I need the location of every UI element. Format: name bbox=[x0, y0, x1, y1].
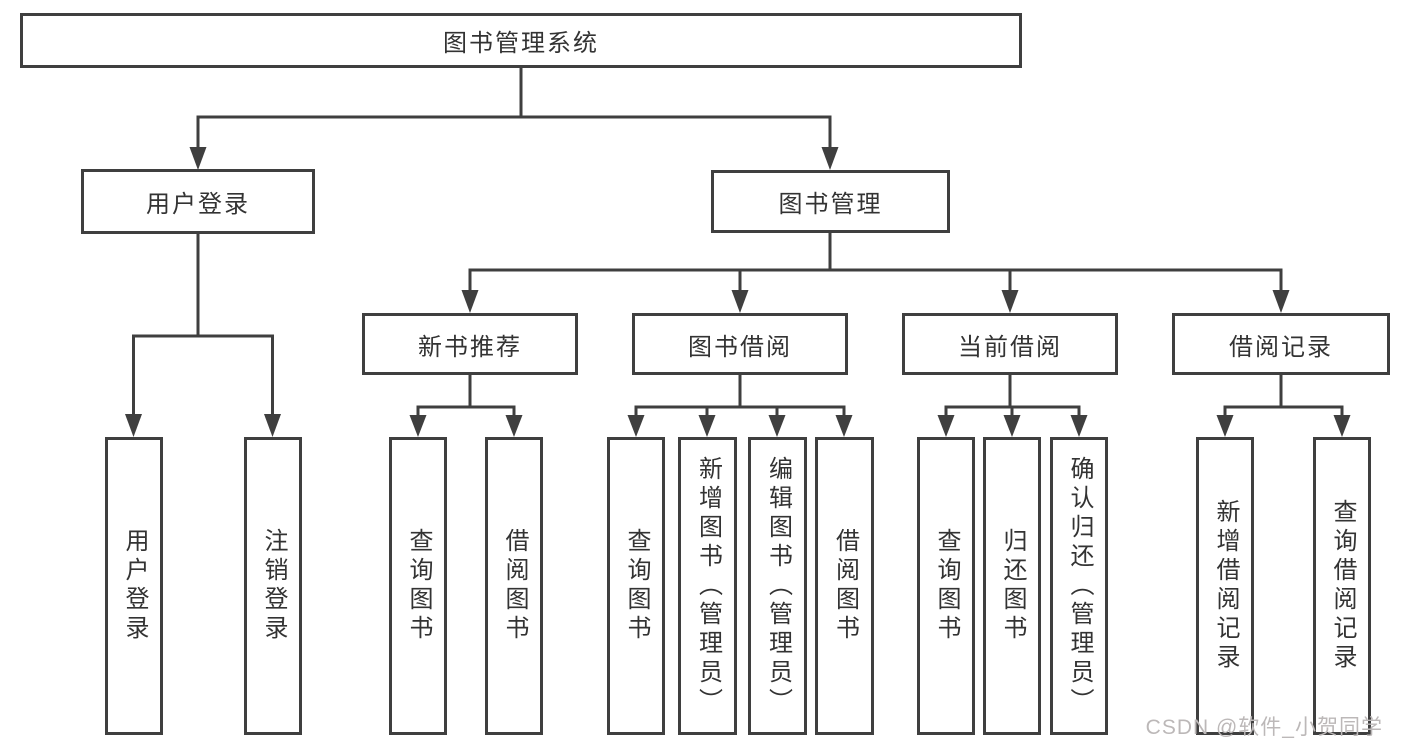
node-book-borrow-label: 图书借阅 bbox=[688, 333, 792, 361]
leaf-query-book-newbook-label: 查询图书 bbox=[405, 528, 432, 644]
leaf-confirm-return-admin-label: 确认归还（管理员） bbox=[1066, 455, 1093, 717]
leaf-user-login: 用户登录 bbox=[105, 437, 163, 735]
node-root-label: 图书管理系统 bbox=[443, 30, 599, 57]
edge-bookborrow-to-leaves bbox=[627, 375, 853, 437]
node-borrow-record-label: 借阅记录 bbox=[1229, 333, 1333, 361]
leaf-add-borrow-record: 新增借阅记录 bbox=[1196, 437, 1254, 735]
node-book-management-label: 图书管理 bbox=[778, 191, 883, 218]
leaf-borrow-book-newbook-label: 借阅图书 bbox=[501, 528, 528, 644]
node-current-borrow: 当前借阅 bbox=[902, 313, 1118, 375]
leaf-query-borrow-record: 查询借阅记录 bbox=[1313, 437, 1371, 735]
edge-userlogin-to-leaves bbox=[125, 234, 281, 437]
leaf-query-borrow-record-label: 查询借阅记录 bbox=[1329, 499, 1356, 673]
node-root: 图书管理系统 bbox=[20, 13, 1022, 68]
edge-currentborrow-to-leaves bbox=[937, 375, 1088, 437]
node-current-borrow-label: 当前借阅 bbox=[958, 333, 1062, 361]
node-new-book-recommend: 新书推荐 bbox=[362, 313, 578, 375]
leaf-query-book-borrow-label: 查询图书 bbox=[623, 528, 650, 644]
leaf-query-book-current-label: 查询图书 bbox=[933, 528, 960, 644]
edge-newbook-to-leaves bbox=[409, 375, 523, 437]
edge-root-to-level2 bbox=[189, 68, 839, 170]
edge-bookmgmt-to-level3 bbox=[461, 233, 1290, 313]
leaf-logout-label: 注销登录 bbox=[260, 528, 287, 644]
leaf-edit-book-admin: 编辑图书（管理员） bbox=[748, 437, 807, 735]
node-borrow-record: 借阅记录 bbox=[1172, 313, 1390, 375]
csdn-watermark: CSDN @软件_小贺同学 bbox=[1145, 716, 1383, 739]
leaf-query-book-newbook: 查询图书 bbox=[389, 437, 447, 735]
leaf-add-borrow-record-label: 新增借阅记录 bbox=[1212, 499, 1239, 673]
leaf-borrow-book-label: 借阅图书 bbox=[831, 528, 859, 644]
leaf-add-book-admin-label: 新增图书（管理员） bbox=[694, 455, 722, 717]
node-user-login: 用户登录 bbox=[81, 169, 315, 234]
node-book-management: 图书管理 bbox=[711, 170, 950, 233]
node-book-borrow: 图书借阅 bbox=[632, 313, 848, 375]
leaf-query-book-current: 查询图书 bbox=[917, 437, 975, 735]
leaf-user-login-label: 用户登录 bbox=[121, 528, 148, 644]
leaf-return-book: 归还图书 bbox=[983, 437, 1041, 735]
leaf-add-book-admin: 新增图书（管理员） bbox=[678, 437, 737, 735]
leaf-borrow-book: 借阅图书 bbox=[815, 437, 874, 735]
node-user-login-label: 用户登录 bbox=[146, 191, 250, 218]
leaf-edit-book-admin-label: 编辑图书（管理员） bbox=[764, 455, 792, 717]
leaf-return-book-label: 归还图书 bbox=[999, 528, 1026, 644]
leaf-query-book-borrow: 查询图书 bbox=[607, 437, 665, 735]
node-new-book-recommend-label: 新书推荐 bbox=[418, 333, 522, 361]
leaf-borrow-book-newbook: 借阅图书 bbox=[485, 437, 543, 735]
leaf-logout: 注销登录 bbox=[244, 437, 302, 735]
edge-borrowrecord-to-leaves bbox=[1216, 375, 1351, 437]
leaf-confirm-return-admin: 确认归还（管理员） bbox=[1050, 437, 1108, 735]
